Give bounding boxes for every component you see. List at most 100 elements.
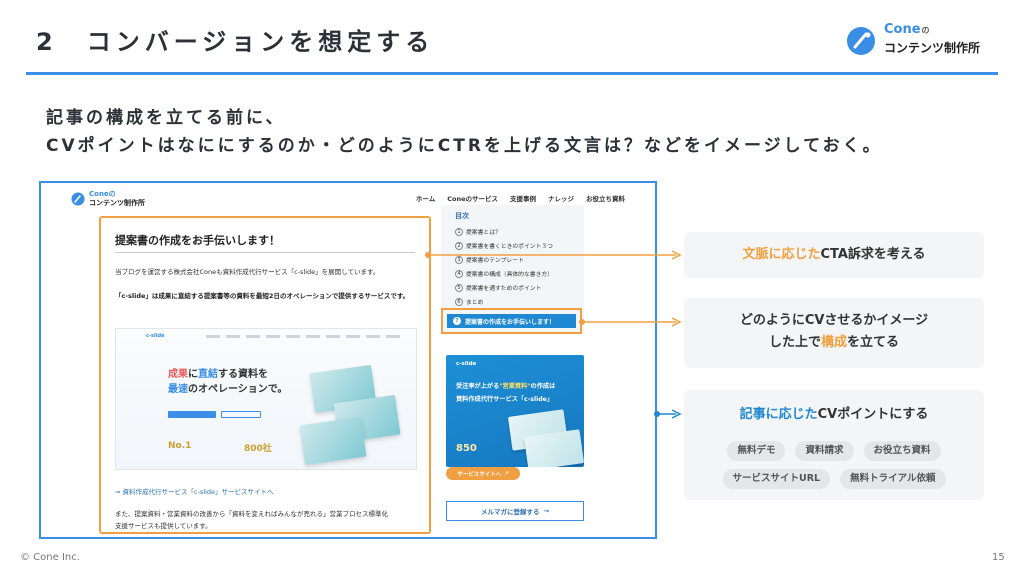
shot-badge-no1: No.1 — [168, 441, 192, 451]
shot-primary-button — [168, 411, 216, 418]
toc-num: 6 — [455, 297, 463, 306]
callout-3-text: 記事に応じたCVポイントにする — [684, 404, 984, 426]
cone-logo-icon — [71, 192, 85, 206]
article-paragraph-1: 当ブログを運営する株式会社Coneも資料作成代行サービス「c-slide」を展開… — [115, 268, 380, 276]
callout-2-line2-c: を立てる — [847, 335, 900, 350]
callout-1-text: 文脈に応じたCTA訴求を考える — [684, 244, 984, 266]
toc-label: 提案書の構成（具体的な書き方） — [466, 272, 553, 278]
pill-free-demo: 無料デモ — [727, 441, 786, 461]
shot-headline: 成果に直結する資料を — [168, 365, 268, 380]
article-paragraph-3-line-2: 支援サービスも提供しています。 — [115, 522, 212, 530]
toc-num: 2 — [455, 241, 463, 250]
toc-num: 5 — [455, 283, 463, 292]
shot-headline-b: に — [188, 369, 198, 380]
article-title: 提案書の作成をお手伝いします！ — [115, 234, 280, 247]
callout-1-highlight: 文脈に応じた — [742, 247, 821, 262]
callout-2-line2-b: 構成 — [820, 335, 847, 350]
shot-headline-2: 最速のオペレーションで。 — [168, 380, 287, 395]
newsletter-label: メルマガに登録する — [481, 508, 540, 516]
connector-arrow-3 — [671, 409, 682, 419]
pill-useful-materials: お役立ち資料 — [863, 441, 941, 461]
logo-name: Cone — [884, 22, 921, 37]
toc-cta-highlight: ? 提案書の作成をお手伝いします！ — [441, 308, 582, 334]
callout-3-highlight: 記事に応じた — [739, 407, 818, 422]
callout-2-line-2: した上で構成を立てる — [684, 332, 984, 354]
ad-logo: c-slide — [456, 361, 477, 367]
ad-line1-a: 受注率が上がる — [456, 383, 500, 390]
shot-secondary-button — [221, 411, 261, 418]
ad-card-2 — [523, 429, 584, 467]
callout-cv-points: 記事に応じたCVポイントにする 無料デモ 資料請求 お役立ち資料 サービスサイト… — [684, 390, 984, 500]
article-paragraph-2: 「c-slide」は成果に直結する提案書等の資料を最短2日のオペレーションで提供… — [115, 292, 410, 300]
connector-arrow-2 — [671, 317, 682, 327]
callout-2-line-1: どのようにCVさせるかイメージ — [739, 313, 929, 328]
shot-headline-d: する資料を — [218, 369, 268, 380]
callout-2-line2-a: した上で — [768, 335, 821, 350]
callout-1-rest: CTA訴求を考える — [820, 247, 926, 262]
toc-num: 3 — [455, 255, 463, 264]
service-link[interactable]: ⇒ 資料作成代行サービス「c-slide」サービスサイトへ — [115, 488, 274, 496]
nav-knowledge[interactable]: ナレッジ — [548, 195, 574, 203]
nav-resources[interactable]: お役立ち資料 — [586, 195, 625, 203]
article-divider — [115, 252, 415, 253]
brand-logo: Coneの コンテンツ制作所 — [846, 22, 1006, 62]
toc-cta-button[interactable]: ? 提案書の作成をお手伝いします！ — [447, 314, 576, 328]
site-logo-sub: コンテンツ制作所 — [89, 199, 145, 207]
shot-nav — [206, 335, 406, 338]
article-cta-block: 提案書の作成をお手伝いします！ 当ブログを運営する株式会社Coneも資料作成代行… — [99, 216, 431, 534]
page-number: 15 — [992, 552, 1005, 563]
pill-free-trial: 無料トライアル依頼 — [840, 469, 946, 489]
nav-cases[interactable]: 支援事例 — [510, 195, 536, 203]
logo-subtitle: コンテンツ制作所 — [884, 41, 981, 55]
question-icon: ? — [453, 317, 461, 325]
shot-headline-c: 直結 — [198, 369, 218, 380]
callout-structure: どのようにCVさせるかイメージ した上で構成を立てる — [684, 298, 984, 368]
nav-home[interactable]: ホーム — [415, 195, 436, 203]
title-rule — [26, 72, 998, 75]
ad-line-2: 資料作成代行サービス「c-slide」 — [456, 396, 554, 403]
shot-card-3 — [299, 416, 367, 466]
shot-headline2-b: のオペレーションで。 — [188, 384, 288, 395]
blog-mockup: Coneの コンテンツ制作所 ホーム Coneのサービス 支援事例 ナレッジ お… — [39, 181, 657, 539]
lead-text: 記事の構成を立てる前に、 CVポイントはなににするのか・どのようにCTRを上げる… — [46, 104, 883, 160]
site-logo-name: Coneの — [89, 190, 116, 198]
connector-arrow-1 — [671, 250, 682, 260]
slide-title: 2 コンバージョンを想定する — [36, 28, 435, 56]
nav-services[interactable]: Coneのサービス — [447, 195, 498, 203]
service-screenshot[interactable]: c-slide 成果に直結する資料を 最速のオペレーションで。 No.1 800… — [115, 328, 417, 470]
lead-line-2: CVポイントはなににするのか・どのようにCTRを上げる文言は？などをイメージして… — [46, 136, 883, 156]
shot-headline2-a: 最速 — [168, 384, 188, 395]
ad-badge: 850 — [456, 443, 477, 454]
cv-pills-row-2: サービスサイトURL 無料トライアル依頼 — [684, 469, 984, 489]
lead-line-1: 記事の構成を立てる前に、 — [46, 108, 286, 128]
pill-document-request: 資料請求 — [795, 441, 854, 461]
toc-label: 提案書のテンプレート — [466, 258, 524, 264]
service-site-label: サービスサイトへ — [457, 471, 502, 478]
pill-service-url: サービスサイトURL — [722, 469, 831, 489]
ad-line1-b: "営業資料" — [499, 383, 531, 390]
external-link-icon: ↗ — [504, 470, 509, 477]
site-logo: Coneの コンテンツ制作所 — [71, 189, 181, 215]
shot-badge-800: 800社 — [244, 444, 272, 454]
callout-3-rest: CVポイントにする — [817, 407, 929, 422]
shot-headline-a: 成果 — [168, 369, 188, 380]
toc-cta-label: 提案書の作成をお手伝いします！ — [465, 318, 556, 326]
site-nav: ホーム Coneのサービス 支援事例 ナレッジ お役立ち資料 — [416, 193, 625, 203]
newsletter-button[interactable]: メルマガに登録する → — [446, 501, 584, 521]
service-site-button[interactable]: サービスサイトへ ↗ — [446, 467, 520, 480]
ad-line-1: 受注率が上がる"営業資料"の作成は — [456, 381, 555, 390]
cone-logo-icon — [847, 27, 875, 55]
toc-title: 目次 — [455, 212, 469, 220]
c-slide-banner[interactable]: c-slide 受注率が上がる"営業資料"の作成は 資料作成代行サービス「c-s… — [446, 355, 584, 467]
toc-label: まとめ — [466, 300, 484, 306]
toc-label: 提案書とは？ — [466, 230, 501, 236]
copyright: © Cone Inc. — [20, 552, 80, 563]
